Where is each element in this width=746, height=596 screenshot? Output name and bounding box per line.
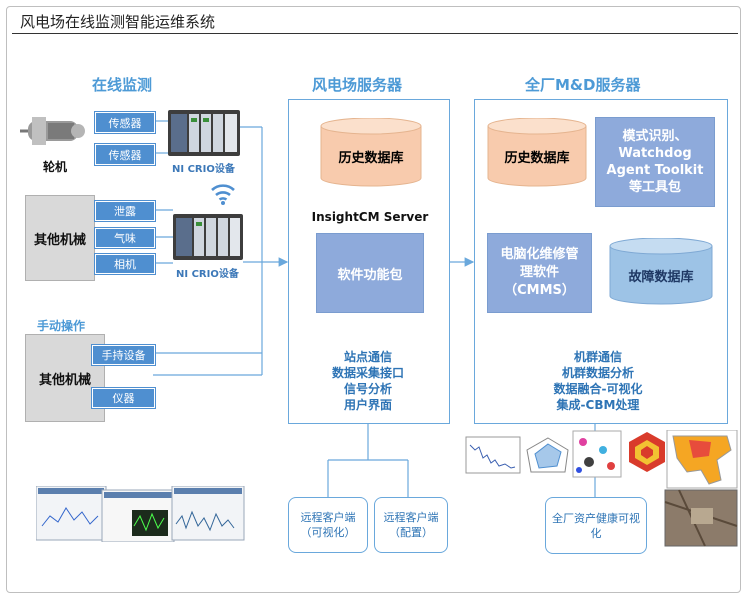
sensor-tag-2: 传感器 — [95, 144, 155, 165]
plant-health-line: 化 — [590, 526, 602, 540]
cmms-box: 电脑化维修管 理软件 （CMMS） — [487, 233, 592, 313]
md-function-item: 机群通信 — [573, 350, 622, 364]
toolkit-line: 模式识别、 — [622, 129, 688, 144]
plant-health-visualization-box: 全厂资产健康可视 化 — [545, 497, 647, 554]
remote-client-config: 远程客户端 （配置） — [374, 497, 448, 553]
md-history-db: 历史数据库 — [487, 118, 587, 188]
remote-client-visual-line1: 远程客户端 — [300, 511, 356, 524]
md-history-db-shape — [487, 118, 587, 187]
toolkit-line: Watchdog — [618, 146, 692, 161]
remote-client-config-line2: （配置） — [389, 526, 433, 539]
software-screenshots-image — [36, 486, 245, 542]
farm-function-item: 用户界面 — [343, 398, 392, 412]
header-farm-server: 风电场服务器 — [312, 76, 403, 94]
toolkit-box: 模式识别、 Watchdog Agent Toolkit 等工具包 — [595, 117, 715, 207]
remote-client-visual: 远程客户端 （可视化） — [288, 497, 368, 553]
remote-client-config-line1: 远程客户端 — [383, 511, 439, 524]
remote-client-visual-line2: （可视化） — [300, 526, 356, 539]
plant-health-line: 全厂资产健康可视 — [552, 511, 640, 525]
tag-handheld: 手持设备 — [92, 345, 155, 365]
md-function-item: 数据融合-可视化 — [553, 382, 643, 396]
title-rule — [12, 33, 738, 34]
turbine-image — [20, 117, 85, 145]
software-package-box: 软件功能包 — [316, 233, 424, 313]
farm-history-db-label: 历史数据库 — [338, 150, 404, 166]
cmms-line: （CMMS） — [504, 283, 575, 298]
fault-db: 故障数据库 — [609, 238, 713, 306]
page-title: 风电场在线监测智能运维系统 — [20, 13, 216, 31]
other-machine-label-1: 其他机械 — [33, 232, 86, 248]
insightcm-label: InsightCM Server — [311, 210, 429, 224]
other-machine-box-1: 其他机械 — [25, 195, 95, 281]
cmms-line: 电脑化维修管 — [500, 247, 579, 262]
md-history-db-label: 历史数据库 — [504, 150, 570, 166]
fault-db-label: 故障数据库 — [628, 269, 694, 285]
ni-crio-device-2 — [173, 214, 243, 260]
toolkit-line: 等工具包 — [628, 180, 681, 195]
farm-history-db-shape — [320, 118, 422, 187]
other-machine-label-2: 其他机械 — [38, 372, 91, 388]
fault-db-shape — [609, 238, 713, 305]
farm-history-db: 历史数据库 — [320, 118, 422, 188]
wifi-icon — [211, 184, 235, 205]
other-machine-box-2: 其他机械 — [25, 334, 105, 422]
analysis-visualization-images — [465, 430, 738, 547]
md-function-list: 机群通信 机群数据分析 数据融合-可视化 集成-CBM处理 — [518, 349, 678, 413]
ni-crio-label-1: NI CRIO设备 — [172, 164, 235, 175]
turbine-label: 轮机 — [43, 160, 68, 174]
tag-odor: 气味 — [95, 228, 155, 248]
ni-crio-device-1 — [168, 110, 240, 156]
tag-leak: 泄露 — [95, 201, 155, 221]
sensor-tag-1: 传感器 — [95, 112, 155, 133]
farm-function-item: 站点通信 — [343, 350, 392, 364]
tag-instrument: 仪器 — [92, 388, 155, 408]
ni-crio-label-2: NI CRIO设备 — [176, 269, 239, 280]
tag-camera: 相机 — [95, 254, 155, 274]
farm-function-list: 站点通信 数据采集接口 信号分析 用户界面 — [308, 349, 428, 413]
farm-function-item: 数据采集接口 — [331, 366, 404, 380]
farm-function-item: 信号分析 — [343, 382, 392, 396]
toolkit-line: Agent Toolkit — [606, 163, 704, 178]
software-package-label: 软件功能包 — [337, 267, 403, 283]
header-md-server: 全厂M&D服务器 — [525, 76, 641, 94]
cmms-line: 理软件 — [519, 265, 559, 280]
manual-ops-label: 手动操作 — [37, 319, 86, 333]
md-function-item: 机群数据分析 — [561, 366, 634, 380]
md-function-item: 集成-CBM处理 — [556, 398, 640, 412]
header-online: 在线监测 — [92, 76, 153, 94]
